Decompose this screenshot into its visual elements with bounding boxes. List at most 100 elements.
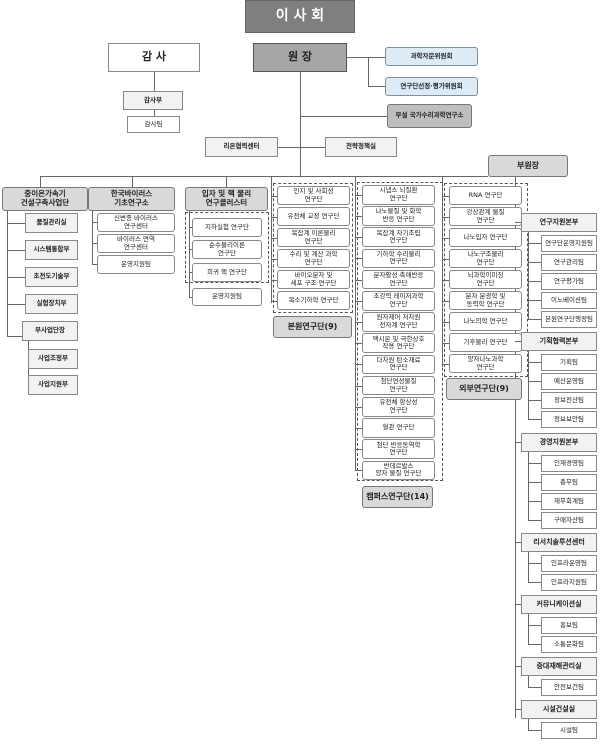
admin-team: 본원연구단행정팀 xyxy=(541,311,597,328)
research-center: 나노입자 연구단 xyxy=(449,228,522,247)
connector-line xyxy=(515,222,521,223)
rion-center-box: 리온협력센터 xyxy=(205,137,278,157)
connector-line xyxy=(528,319,541,320)
research-center: 강상관계 물질 연구단 xyxy=(449,207,522,226)
connector-line xyxy=(355,427,362,429)
admin-team: 안전보건팀 xyxy=(541,679,597,696)
connector-line xyxy=(528,644,541,645)
connector-line xyxy=(528,563,541,564)
research-center: 양자나노과학 연구단 xyxy=(449,354,522,373)
raon-unit: 초전도기술부 xyxy=(25,267,78,287)
connector-line xyxy=(528,419,541,420)
connector-line xyxy=(92,222,97,223)
research-center: 나노물질 및 화학 반응 연구단 xyxy=(362,206,435,226)
raon-unit: 사업조정부 xyxy=(28,349,78,369)
president-box: 원 장 xyxy=(253,43,347,72)
particle-support-team: 운영지원팀 xyxy=(192,288,262,306)
connector-line xyxy=(92,264,97,265)
connector-line xyxy=(271,258,277,260)
research-center: 첨단연성물질 연구단 xyxy=(362,375,435,396)
connector-line xyxy=(355,449,362,451)
research-center: 시냅스 뇌질환 연구단 xyxy=(362,185,435,205)
nims-box: 부설 국가수리과학연구소 xyxy=(387,104,472,128)
connector-line xyxy=(355,406,362,408)
research-center: 기하학 수리물리 연구단 xyxy=(362,248,435,269)
connector-line xyxy=(271,279,277,281)
connector-line xyxy=(92,211,93,264)
connector-line xyxy=(528,719,529,730)
admin-team: 정보보안팀 xyxy=(541,411,597,428)
admin-team: 연구단운영지원팀 xyxy=(541,235,597,252)
particle-center: 순수물리이론 연구단 xyxy=(192,240,262,259)
research-center: 분자 분광학 및 동력학 연구단 xyxy=(449,291,522,310)
connector-line xyxy=(7,336,28,337)
research-center: 복잡계 자기조립 연구단 xyxy=(362,227,435,247)
admin-team: 인프라운영팀 xyxy=(541,555,597,572)
raon-unit: 사업지원부 xyxy=(28,375,78,395)
research-center: 유전체 교정 연구단 xyxy=(277,207,350,226)
research-center: 나노구조물리 연구단 xyxy=(449,249,522,268)
connector-line xyxy=(442,321,449,323)
audit-team-box: 감사팀 xyxy=(127,116,180,133)
admin-team: 총무팀 xyxy=(541,474,597,491)
connector-line xyxy=(189,211,190,298)
connector-line xyxy=(515,177,516,718)
connector-line xyxy=(355,215,362,217)
connector-line xyxy=(528,520,541,521)
connector-line xyxy=(355,279,362,281)
admin-team: 시설팀 xyxy=(541,722,597,739)
particle-center: 희귀 핵 연구단 xyxy=(192,263,262,282)
campus-centers-label: 캠퍼스연구단(14) xyxy=(362,486,433,508)
external-centers-label: 외부연구단(9) xyxy=(446,378,522,400)
connector-line xyxy=(528,243,541,244)
connector-line xyxy=(528,676,529,687)
connector-line xyxy=(528,381,541,382)
connector-line xyxy=(278,147,325,148)
virus-institute-header: 한국바이러스 기초연구소 xyxy=(88,187,175,211)
connector-line xyxy=(271,176,272,303)
research-center: 인지 및 사회성 연구단 xyxy=(277,186,350,205)
connector-line xyxy=(515,666,521,667)
connector-line xyxy=(271,216,277,218)
connector-line xyxy=(442,279,449,281)
connector-line xyxy=(7,223,25,224)
connector-line xyxy=(355,321,362,323)
connector-line xyxy=(442,237,449,239)
connector-line xyxy=(271,237,277,239)
admin-team: 연구평가팀 xyxy=(541,273,597,290)
connector-line xyxy=(515,542,521,543)
admin-division-header: 기획협력본부 xyxy=(521,332,597,351)
admin-team: 홍보팀 xyxy=(541,617,597,634)
connector-line xyxy=(442,342,449,344)
connector-line xyxy=(528,300,541,301)
admin-team: 소통문화팀 xyxy=(541,636,597,653)
connector-line xyxy=(442,300,449,302)
connector-line xyxy=(368,57,369,87)
connector-line xyxy=(226,176,227,187)
connector-line xyxy=(515,709,521,710)
connector-line xyxy=(300,116,387,117)
connector-line xyxy=(300,72,301,176)
evaluation-committee-box: 연구단선정·평가위원회 xyxy=(385,77,478,96)
connector-line xyxy=(515,442,521,443)
connector-line xyxy=(7,211,8,337)
research-center: 반데르발스 양자 물질 연구단 xyxy=(362,460,435,481)
connector-line xyxy=(442,216,449,218)
research-center: 유전체 항상성 연구단 xyxy=(362,397,435,417)
connector-line xyxy=(355,258,362,260)
raon-unit: 부사업단장 xyxy=(22,321,78,341)
research-center: 수리 및 계산 과학 연구단 xyxy=(277,249,350,268)
research-center: 원자제어 저차원 전자계 연구단 xyxy=(362,312,435,332)
connector-line xyxy=(528,552,529,582)
connector-line xyxy=(528,501,541,502)
connector-line xyxy=(92,243,97,244)
admin-team: 연구관리팀 xyxy=(541,254,597,271)
research-center: 첨단 반응동역학 연구단 xyxy=(362,439,435,459)
connector-line xyxy=(442,176,443,367)
connector-line xyxy=(189,297,192,298)
vice-president-box: 부원장 xyxy=(488,155,568,177)
connector-line xyxy=(271,195,277,197)
connector-line xyxy=(528,582,541,583)
connector-line xyxy=(368,86,385,87)
